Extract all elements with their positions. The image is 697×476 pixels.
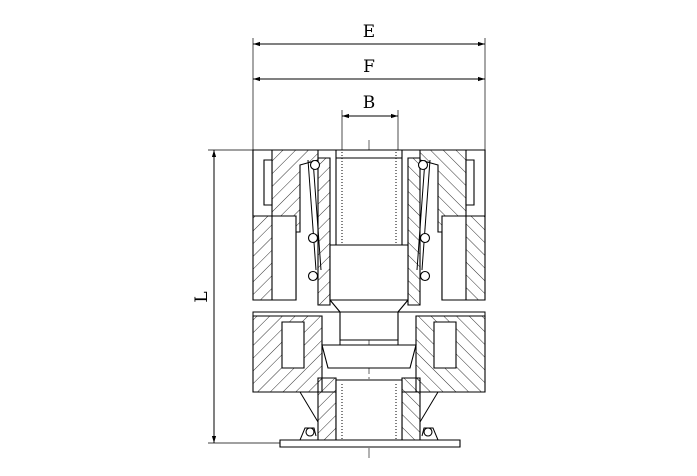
dimension-b: B (341, 93, 399, 150)
spring-left (307, 159, 322, 282)
dimension-b-label: B (363, 93, 376, 113)
upper-housing (252, 149, 486, 301)
bottom-outlet (299, 377, 439, 446)
dimension-e: E (252, 22, 486, 150)
stem (321, 244, 417, 369)
dimension-f: F (253, 57, 485, 82)
spring-right (416, 159, 431, 282)
base-plate (279, 427, 461, 448)
lower-body (252, 311, 486, 393)
inner-tube (335, 149, 403, 246)
dimension-e-label: E (363, 22, 375, 42)
dimension-f-label: F (363, 57, 375, 77)
dimension-l-label: L (192, 291, 212, 302)
